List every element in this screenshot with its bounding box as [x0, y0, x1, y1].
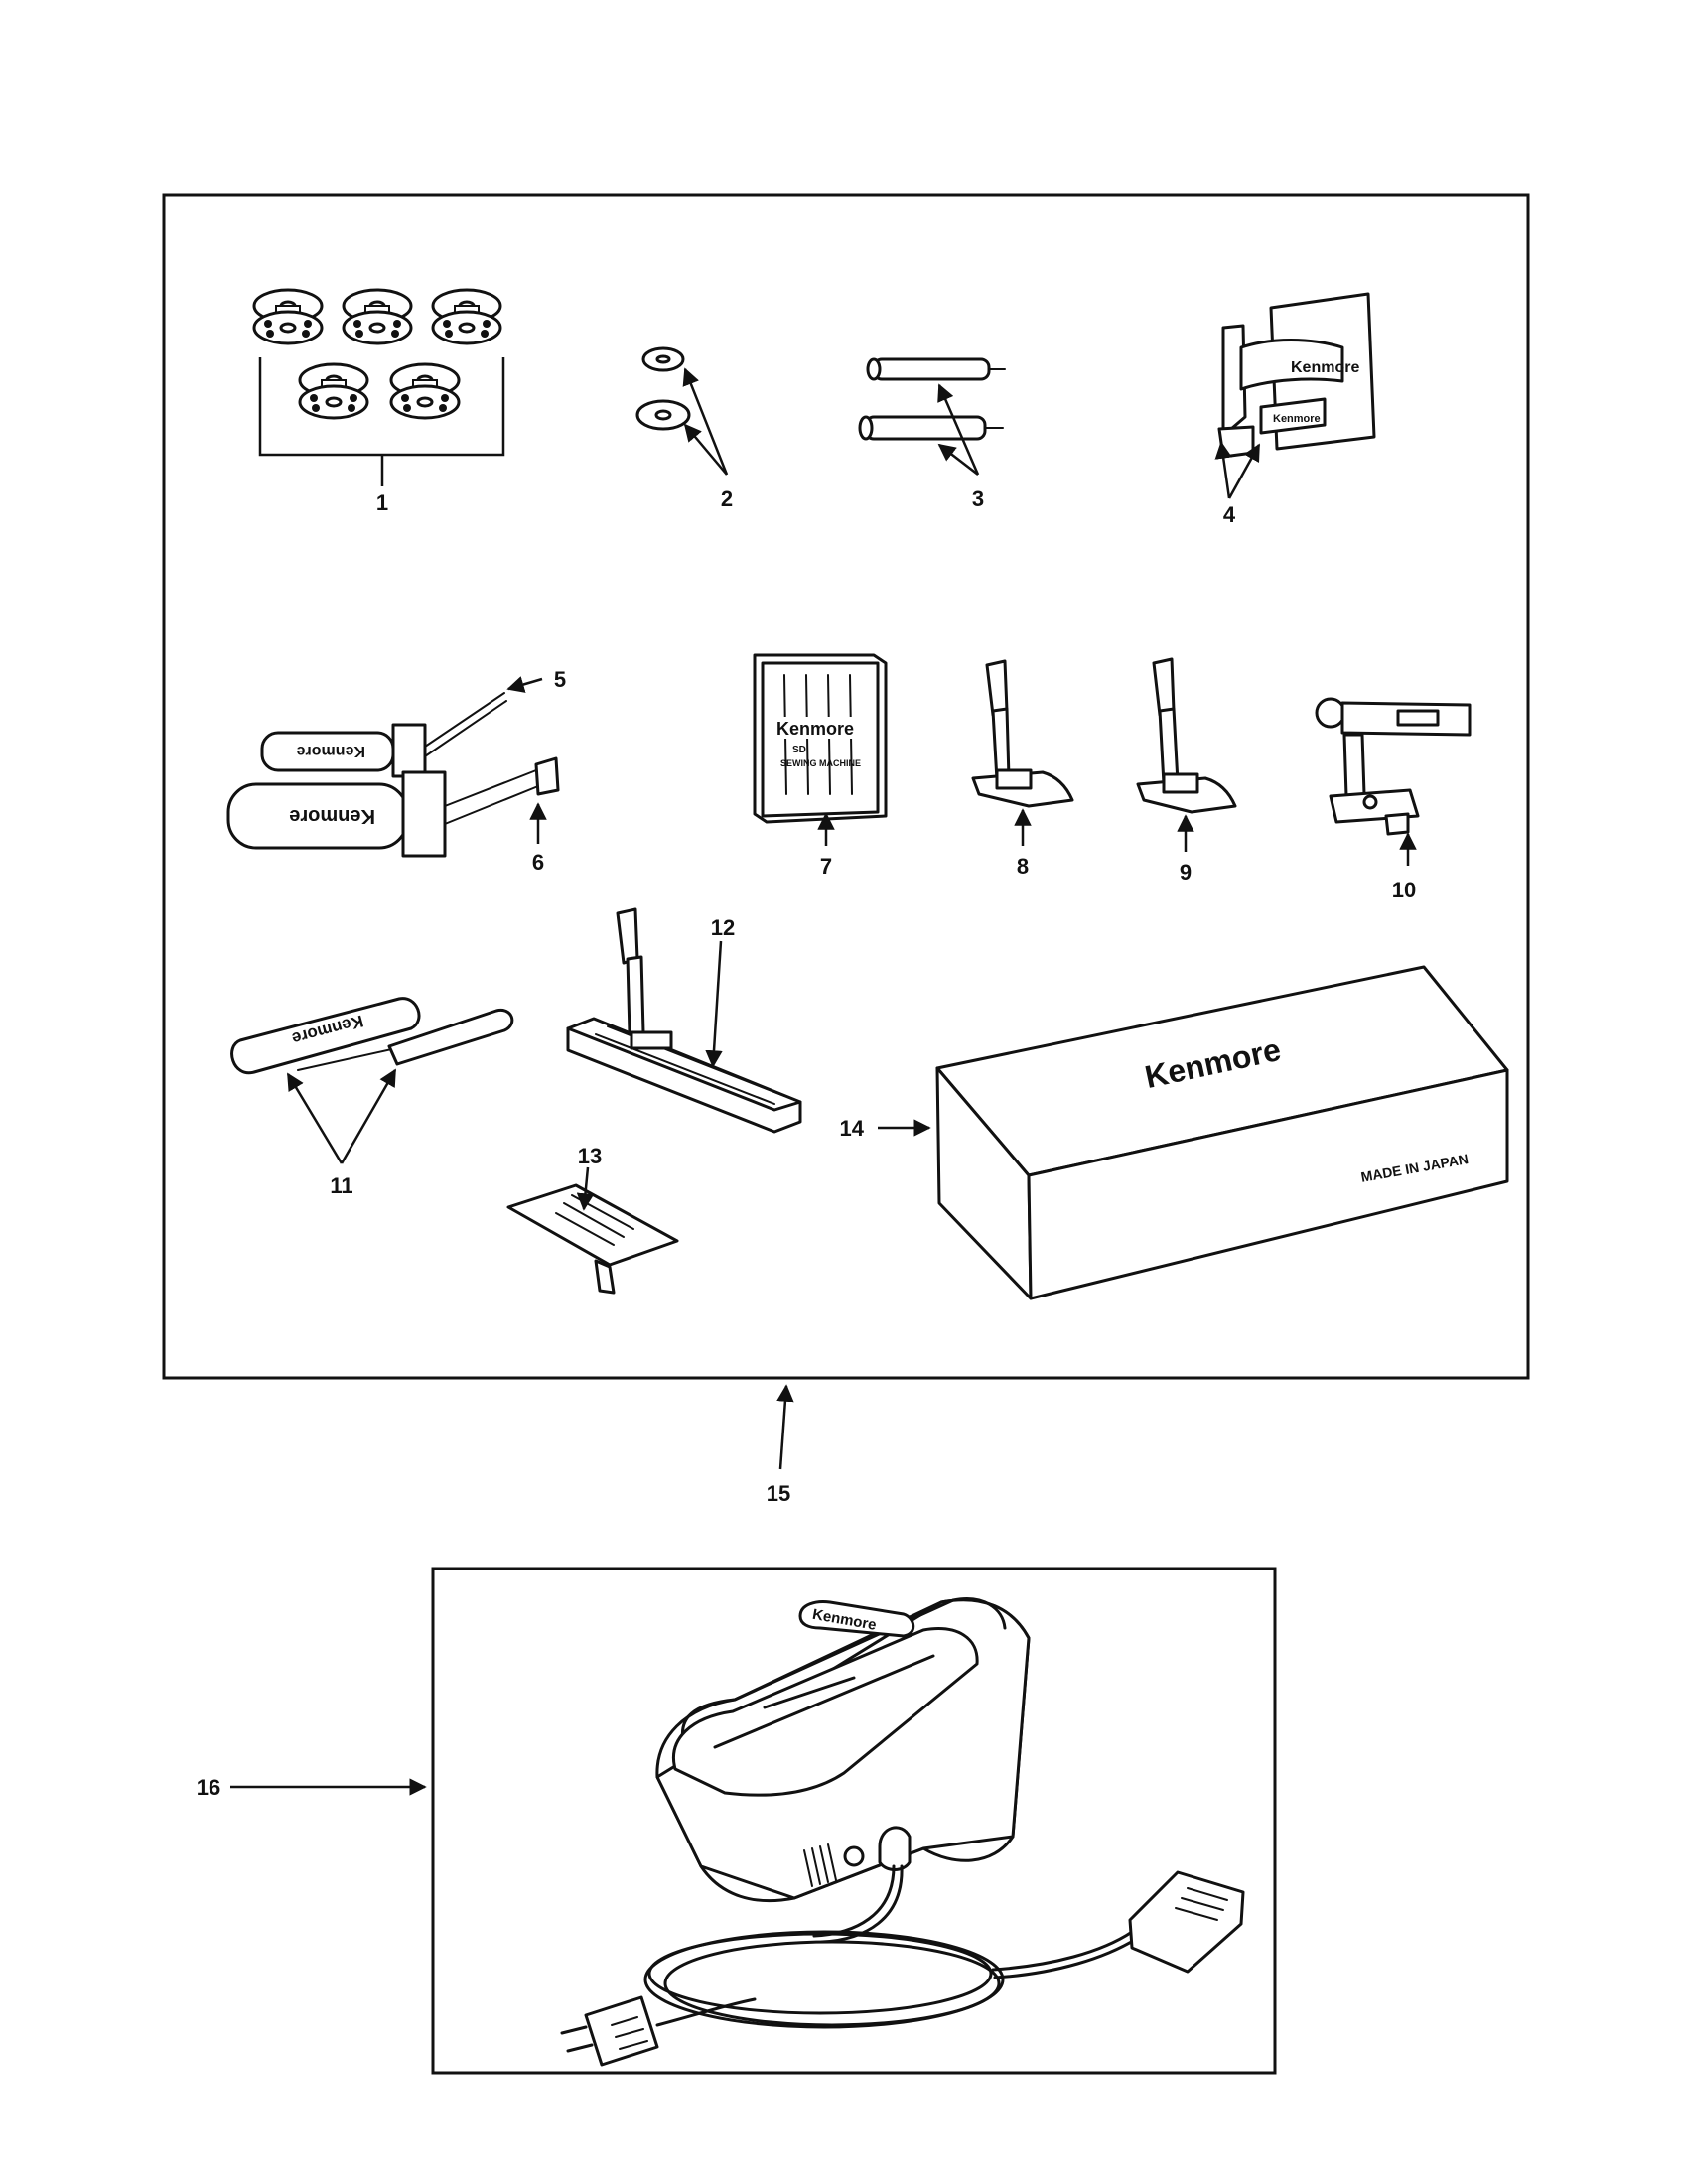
- callout-12: 12: [711, 915, 735, 940]
- callout-14: 14: [840, 1116, 865, 1141]
- zipper-foot-brand-label: Kenmore: [1291, 359, 1359, 376]
- callout-15: 15: [767, 1481, 790, 1506]
- callout-7: 7: [820, 854, 832, 879]
- callout-6: 6: [532, 850, 544, 875]
- bobbins-icon: [252, 288, 502, 420]
- spool-washers-icon: [635, 346, 691, 431]
- zipper-foot-card-brand-label: Kenmore: [1273, 413, 1321, 425]
- needle-pack-line2: SEWING MACHINE: [780, 758, 861, 768]
- feed-cover-plate-icon: [506, 1183, 679, 1295]
- large-screwdriver-brand-label: Kenmore: [289, 805, 375, 827]
- callout-11: 11: [330, 1173, 352, 1198]
- callout-5: 5: [554, 667, 566, 692]
- callout-4: 4: [1223, 502, 1236, 527]
- small-screwdriver-icon: Kenmore: [260, 692, 507, 778]
- spool-pins-icon: [858, 357, 1006, 441]
- presser-foot-icon: [971, 659, 1074, 808]
- needle-pack-brand-label: Kenmore: [776, 719, 854, 739]
- callout-3: 3: [972, 486, 984, 511]
- callout-9: 9: [1180, 860, 1192, 885]
- accessory-set-frame: [162, 193, 1530, 1380]
- buttonhole-foot-icon: [566, 907, 802, 1134]
- straight-stitch-foot-icon: [1136, 657, 1237, 814]
- zipper-foot-icon: Kenmore Kenmore: [1217, 292, 1376, 459]
- callout-1: 1: [376, 490, 388, 515]
- small-screwdriver-brand-label: Kenmore: [297, 743, 365, 759]
- accessory-case-icon: Kenmore MADE IN JAPAN: [935, 965, 1509, 1300]
- callout-10: 10: [1392, 878, 1416, 902]
- foot-control-icon: Kenmore: [560, 1597, 1245, 2067]
- large-screwdriver-icon: Kenmore: [226, 756, 560, 858]
- callout-8: 8: [1017, 854, 1029, 879]
- callout-13: 13: [578, 1144, 602, 1168]
- binder-foot-icon: [1315, 697, 1472, 836]
- needle-pack-icon: Kenmore SD SEWING MACHINE: [753, 653, 888, 824]
- callout-2: 2: [721, 486, 733, 511]
- foot-control-frame: [431, 1567, 1277, 2075]
- callout-16: 16: [197, 1775, 220, 1800]
- needle-pack-line1: SD: [792, 745, 806, 755]
- seam-ripper-icon: Kenmore: [230, 997, 514, 1075]
